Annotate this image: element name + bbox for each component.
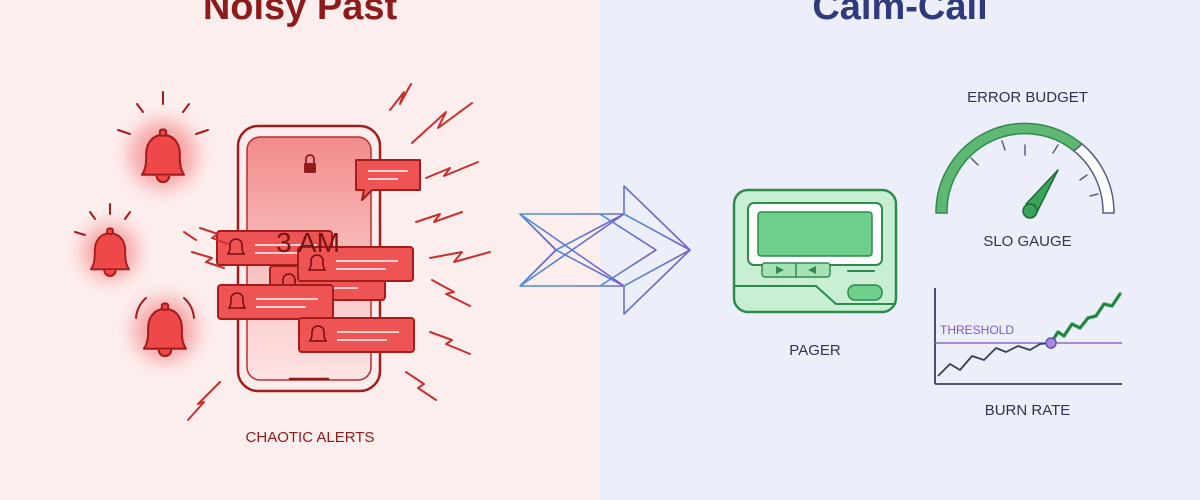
chat-bubble-icon: [355, 159, 421, 201]
slo-gauge-caption: SLO GAUGE: [983, 233, 1072, 250]
arrow-right-icon: [519, 185, 691, 315]
bell-icon-3: [133, 297, 197, 362]
calm-call-panel: [600, 0, 1200, 500]
bell-icon-2: [74, 203, 138, 280]
gauge-icon: [935, 122, 1115, 219]
error-budget-label: ERROR BUDGET: [967, 89, 1088, 106]
chaotic-alerts-caption: CHAOTIC ALERTS: [245, 429, 375, 446]
noisy-past-title: Noisy Past: [202, 0, 398, 28]
burn-rate-caption: BURN RATE: [984, 402, 1071, 419]
threshold-label: THRESHOLD: [940, 323, 1015, 337]
lock-icon: [304, 154, 316, 173]
calm-call-title: Calm-Call: [812, 0, 988, 28]
phone-time: 3 AM: [276, 227, 340, 258]
bell-icon-1: [117, 91, 209, 189]
pager-caption: PAGER: [789, 342, 841, 359]
burn-rate-chart: [934, 288, 1122, 385]
lightning-icon: [183, 83, 491, 421]
pager-icon: [732, 188, 898, 314]
